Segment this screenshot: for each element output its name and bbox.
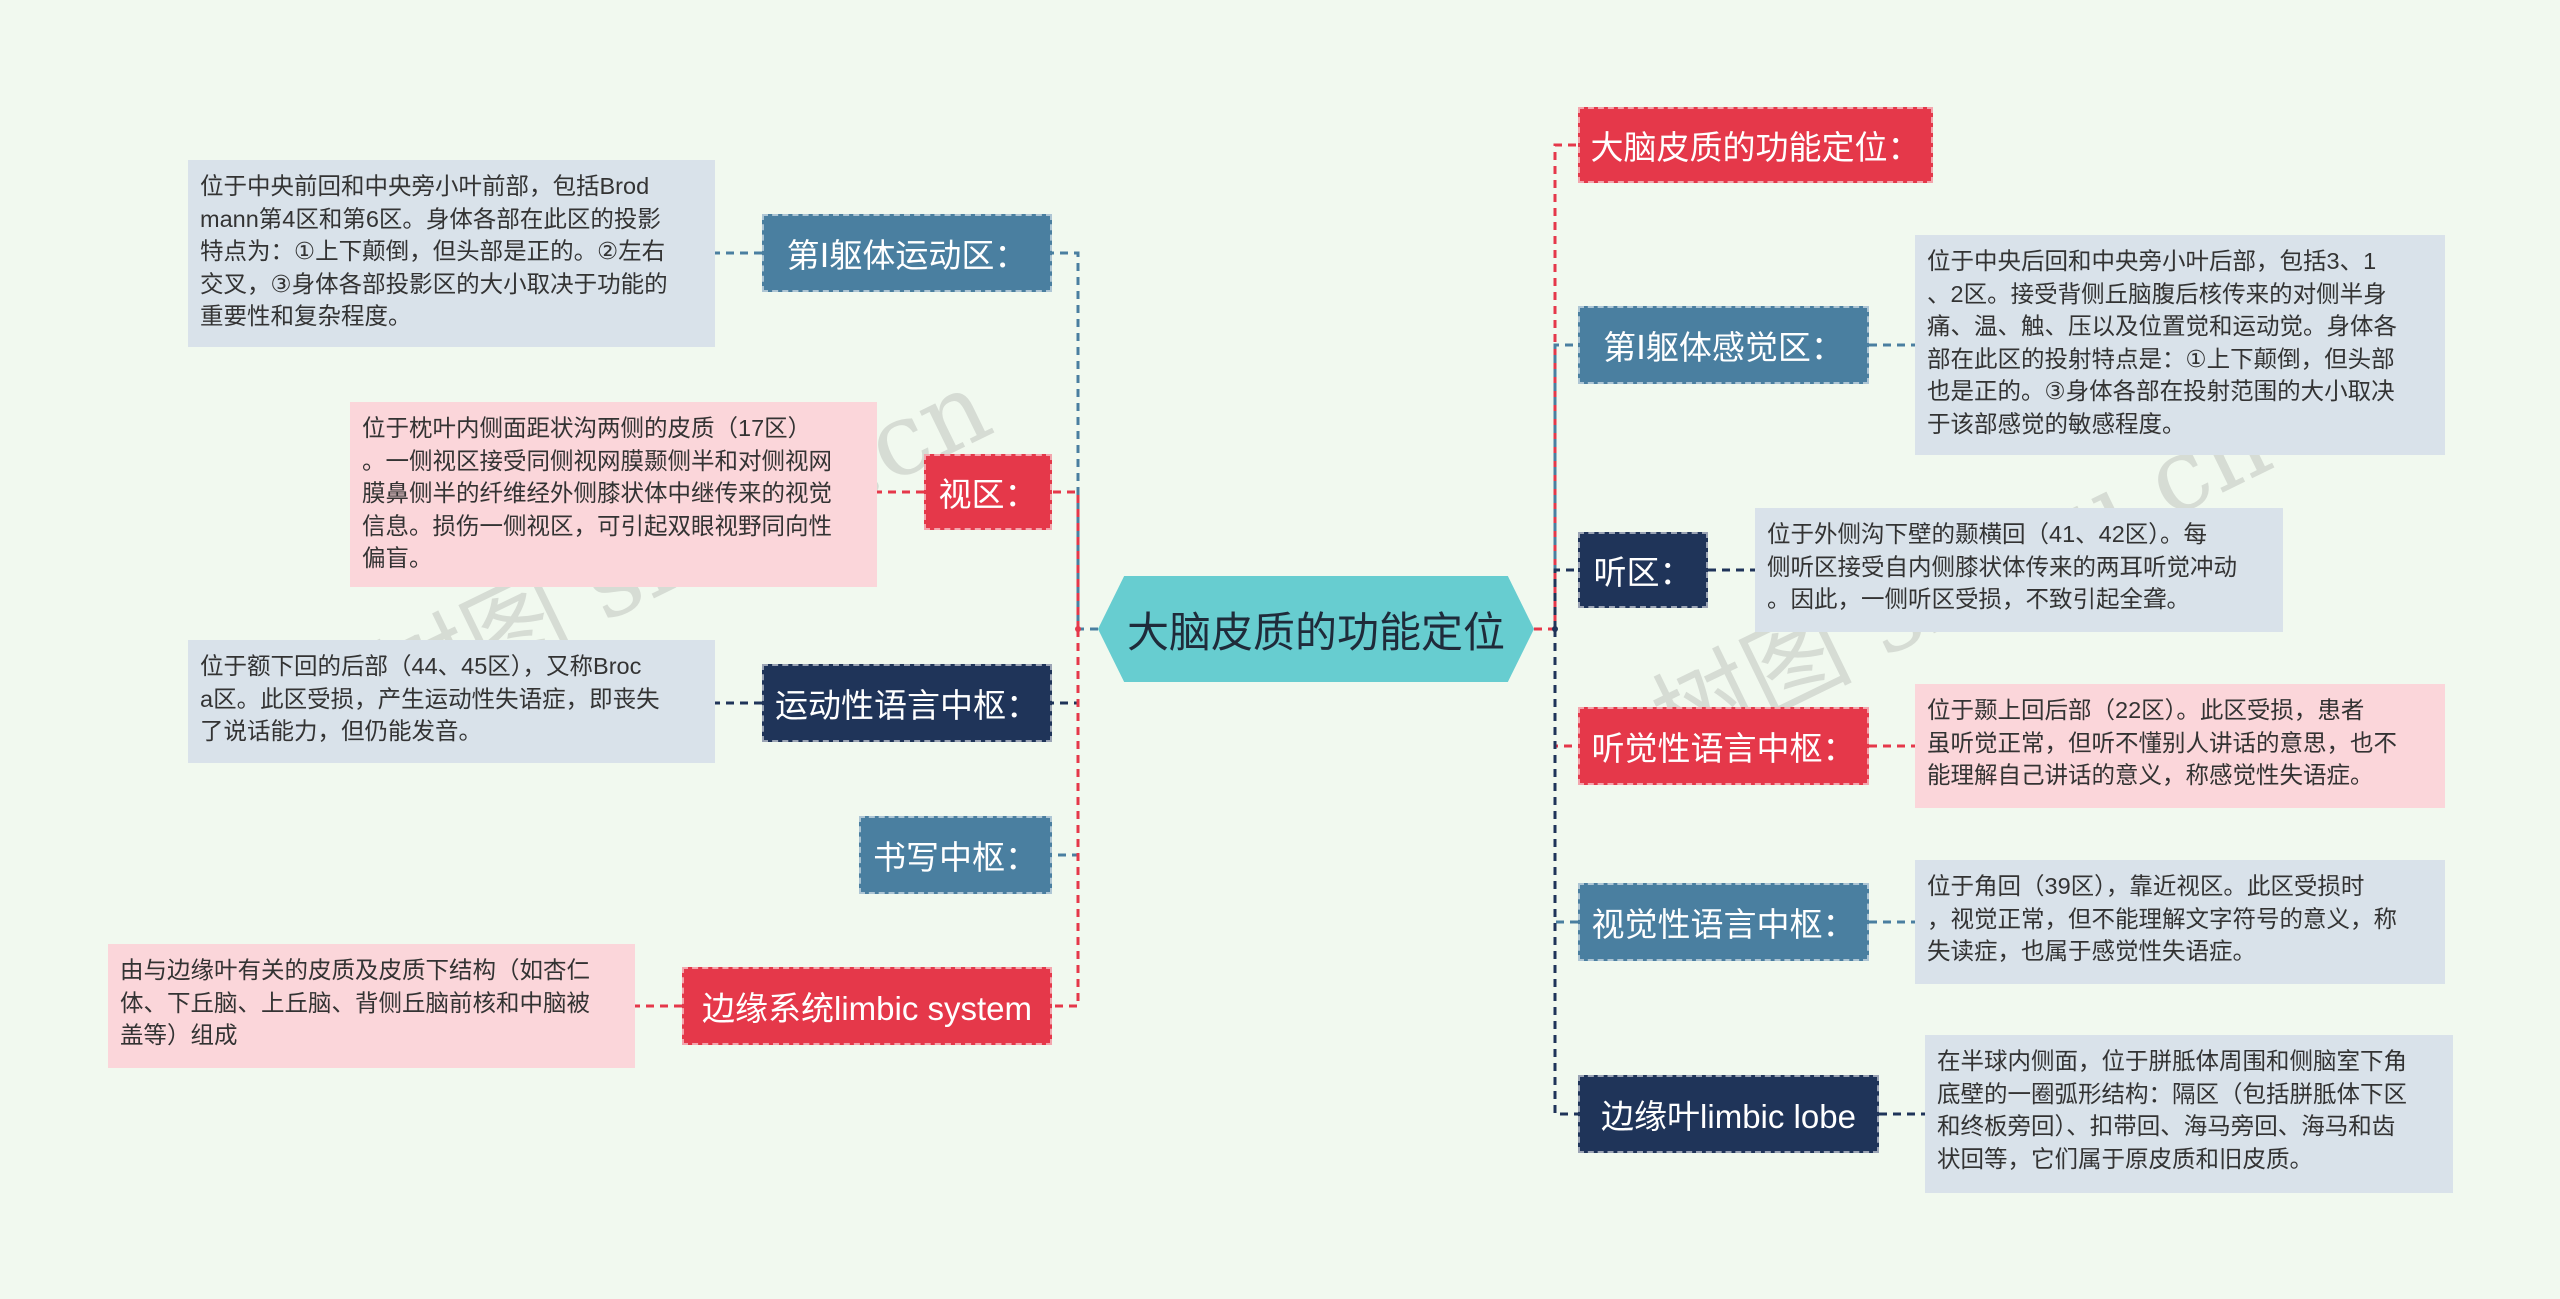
note-limbic-system: 由与边缘叶有关的皮质及皮质下结构（如杏仁 体、下丘脑、上丘脑、背侧丘脑前核和中脑… bbox=[108, 944, 635, 1068]
note-motor-area: 位于中央前回和中央旁小叶前部，包括Brod mann第4区和第6区。身体各部在此… bbox=[188, 160, 715, 347]
topic-cortex-localization[interactable]: 大脑皮质的功能定位： bbox=[1578, 107, 1933, 183]
topic-somatosensory-area[interactable]: 第Ⅰ躯体感觉区： bbox=[1578, 306, 1869, 384]
note-somatosensory-area: 位于中央后回和中央旁小叶后部，包括3、1 、2区。接受背侧丘脑腹后核传来的对侧半… bbox=[1915, 235, 2445, 455]
note-auditory-speech-center: 位于颞上回后部（22区）。此区受损，患者 虽听觉正常，但听不懂别人讲话的意思，也… bbox=[1915, 684, 2445, 808]
note-limbic-lobe: 在半球内侧面，位于胼胝体周围和侧脑室下角 底壁的一圈弧形结构：隔区（包括胼胝体下… bbox=[1925, 1035, 2453, 1193]
topic-visual-speech-center[interactable]: 视觉性语言中枢： bbox=[1578, 883, 1869, 961]
connector-left-trunk-1 bbox=[1052, 251, 1098, 631]
note-auditory-area: 位于外侧沟下壁的颞横回（41、42区）。每 侧听区接受自内侧膝状体传来的两耳听觉… bbox=[1755, 508, 2283, 632]
connector-left-trunk-2 bbox=[1052, 490, 1080, 629]
topic-visual-area[interactable]: 视区： bbox=[924, 454, 1052, 530]
note-visual-area: 位于枕叶内侧面距状沟两侧的皮质（17区） 。一侧视区接受同侧视网膜颞侧半和对侧视… bbox=[350, 402, 877, 587]
connector-right-trunk-5 bbox=[1553, 629, 1578, 924]
topic-limbic-system[interactable]: 边缘系统limbic system bbox=[682, 967, 1052, 1045]
central-topic[interactable]: 大脑皮质的功能定位 bbox=[1098, 576, 1534, 682]
topic-motor-speech-center[interactable]: 运动性语言中枢： bbox=[762, 664, 1052, 742]
topic-motor-area[interactable]: 第Ⅰ躯体运动区： bbox=[762, 214, 1052, 292]
connector-right-trunk-3 bbox=[1553, 568, 1578, 629]
note-motor-speech-center: 位于额下回的后部（44、45区），又称Broc a区。此区受损，产生运动性失语症… bbox=[188, 640, 715, 763]
connector-right-trunk-4 bbox=[1553, 629, 1578, 748]
note-visual-speech-center: 位于角回（39区），靠近视区。此区受损时 ，视觉正常，但不能理解文字符号的意义，… bbox=[1915, 860, 2445, 984]
topic-auditory-speech-center[interactable]: 听觉性语言中枢： bbox=[1578, 707, 1869, 785]
topic-auditory-area[interactable]: 听区： bbox=[1578, 532, 1708, 608]
connector-right-trunk-2 bbox=[1553, 343, 1578, 629]
connector-left-trunk-3 bbox=[1052, 629, 1080, 705]
connector-left-trunk-4 bbox=[1052, 629, 1080, 857]
topic-limbic-lobe[interactable]: 边缘叶limbic lobe bbox=[1578, 1075, 1879, 1153]
connector-left-trunk-5 bbox=[1052, 629, 1080, 1008]
connector-right-trunk-6 bbox=[1553, 629, 1578, 1116]
topic-writing-center[interactable]: 书写中枢： bbox=[859, 816, 1052, 894]
